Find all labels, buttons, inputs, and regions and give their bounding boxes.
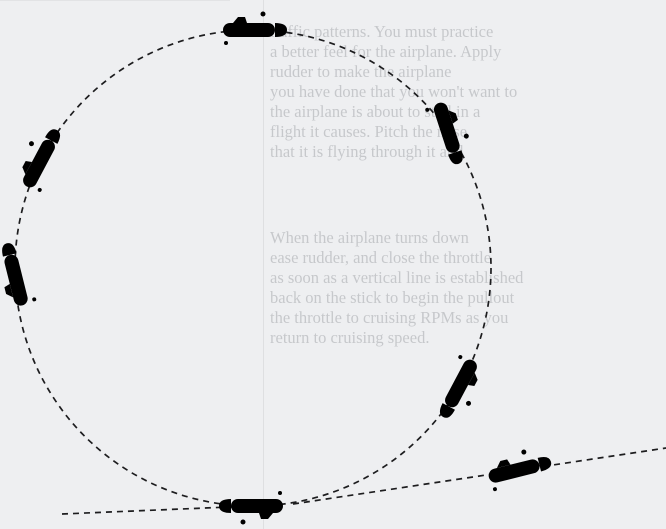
airplane-glyph <box>428 347 492 425</box>
airplane-icon <box>219 489 289 525</box>
airplane-icon <box>8 121 72 199</box>
airplane-glyph <box>217 12 287 48</box>
airplane-icon <box>428 347 492 425</box>
airplanes-layer <box>0 12 555 525</box>
airplane-icon <box>421 92 476 170</box>
loop-flight-path <box>15 30 491 506</box>
airplane-icon <box>479 444 556 495</box>
airplane-glyph <box>8 121 72 199</box>
airplane-icon <box>217 12 287 48</box>
airplane-icon <box>0 239 40 316</box>
airplane-glyph <box>479 444 556 495</box>
airplane-glyph <box>421 92 476 170</box>
airplane-glyph <box>0 239 40 316</box>
exit-flight-path <box>293 448 666 504</box>
airplane-glyph <box>219 489 289 525</box>
